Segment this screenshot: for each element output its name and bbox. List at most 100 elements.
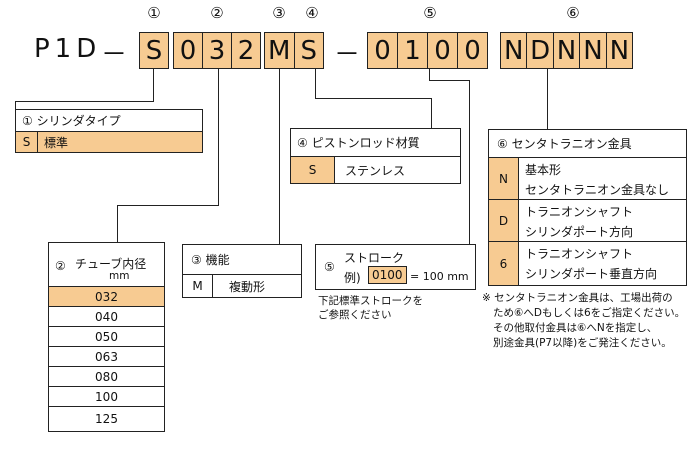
number-1: ① xyxy=(147,4,161,22)
code-segment-1: S xyxy=(139,32,169,69)
function-code: M xyxy=(183,275,213,297)
segment-6-char: N xyxy=(609,35,630,66)
bore-title-row: ② チューブ内径 mm xyxy=(49,243,164,286)
code-segment-2: 0 3 2 xyxy=(173,32,261,69)
stroke-example-prefix: 例) xyxy=(344,271,361,285)
segment-2-char: 2 xyxy=(237,35,255,66)
segment-3-char: M xyxy=(268,35,291,66)
cylinder-type-title: ① シリンダタイプ xyxy=(22,114,121,128)
number-2: ② xyxy=(210,4,224,22)
leader-line-2 xyxy=(117,205,219,207)
rod-material-label: ステンレス xyxy=(345,163,406,178)
stroke-note-line: 下記標準ストロークを xyxy=(318,295,423,307)
segment-5-char: 0 xyxy=(464,35,481,66)
leader-line-2 xyxy=(117,205,119,242)
leader-line-5 xyxy=(469,80,471,244)
segment-2-char: 0 xyxy=(179,35,197,66)
trunnion-row-line1: トラニオンシャフト xyxy=(525,247,634,261)
bore-row: 050 xyxy=(49,327,164,347)
number-5: ⑤ xyxy=(423,4,437,22)
bore-row: 032 xyxy=(49,287,164,307)
code-segment-3-4: M S xyxy=(264,32,324,69)
rod-material-title: ④ ピストンロッド材質 xyxy=(297,136,420,150)
leader-line-6 xyxy=(547,69,549,129)
function-table: ③ 機能 M 複動形 xyxy=(182,244,302,298)
cylinder-type-label: 標準 xyxy=(38,132,202,152)
divider xyxy=(183,274,301,276)
trunnion-row-line1: 基本形 xyxy=(525,163,562,177)
divider xyxy=(489,157,686,159)
bore-table: ② チューブ内径 mm 032 040 050 063 080 100 125 xyxy=(48,242,165,432)
cylinder-type-code: S xyxy=(16,132,38,152)
bore-row: 100 xyxy=(49,387,164,407)
model-dash-2: － xyxy=(334,40,361,70)
cylinder-type-table: ① シリンダタイプ S 標準 xyxy=(15,109,203,153)
bore-title: チューブ内径 xyxy=(75,257,147,271)
bore-unit: mm xyxy=(109,270,130,282)
stroke-example-suffix: = 100 mm xyxy=(410,270,469,283)
segment-6-char: N xyxy=(556,35,577,66)
divider xyxy=(16,131,202,133)
leader-line-3 xyxy=(279,69,281,244)
stroke-table: ⑤ ストローク 例) 0100 = 100 mm xyxy=(315,244,476,290)
trunnion-row: トラニオンシャフト シリンダポート垂直方向 xyxy=(519,242,686,285)
stroke-example-value: 0100 xyxy=(368,266,407,284)
footnote-line: その他取付金具は⑥へNを指定し、 xyxy=(493,322,658,334)
leader-line-4 xyxy=(315,69,317,99)
bore-row: 040 xyxy=(49,307,164,327)
footnote-line: 別途金具(P7以降)をご発注ください。 xyxy=(493,337,672,349)
stroke-title: ストローク xyxy=(344,251,405,265)
leader-line-4 xyxy=(315,98,432,100)
trunnion-code: D xyxy=(489,200,519,242)
segment-1-char: S xyxy=(145,35,163,66)
leader-line-2 xyxy=(218,69,220,206)
footnote-line: ため⑥へDもしくは6をご指定ください。 xyxy=(493,307,686,319)
stroke-title-number: ⑤ xyxy=(324,260,335,274)
bore-title-number: ② xyxy=(55,259,66,273)
leader-line-5 xyxy=(429,69,431,81)
divider xyxy=(49,286,164,288)
footnote-line: ※ センタトラニオン金具は、工場出荷の xyxy=(482,292,673,304)
segment-5-char: 0 xyxy=(374,35,391,66)
number-3: ③ xyxy=(272,4,286,22)
function-label: 複動形 xyxy=(229,279,266,294)
divider xyxy=(291,156,460,158)
bore-row: 125 xyxy=(95,411,118,426)
leader-line-4 xyxy=(431,98,433,128)
stroke-note-line: ご参照ください xyxy=(318,309,392,321)
rod-material-table: ④ ピストンロッド材質 S ステンレス xyxy=(290,128,461,184)
segment-4-char: S xyxy=(300,35,317,66)
leader-line-1 xyxy=(15,101,17,110)
segment-5-char: 0 xyxy=(434,35,451,66)
code-segment-6: N D N N N xyxy=(500,32,633,69)
trunnion-row-line2: シリンダポート垂直方向 xyxy=(525,267,658,281)
segment-5-char: 1 xyxy=(404,35,421,66)
segment-6-char: D xyxy=(530,35,551,66)
leader-line-5 xyxy=(429,80,470,82)
trunnion-table: ⑥ センタトラニオン金具 N 基本形 センタトラニオン金具なし D トラニオンシ… xyxy=(488,129,687,286)
model-dash-1: － xyxy=(101,40,128,70)
number-6: ⑥ xyxy=(566,4,580,22)
trunnion-code: N xyxy=(489,158,519,200)
footnote: ※ センタトラニオン金具は、工場出荷の ため⑥へDもしくは6をご指定ください。 … xyxy=(482,291,685,351)
number-4: ④ xyxy=(305,4,319,22)
segment-2-char: 3 xyxy=(208,35,226,66)
function-title: ③ 機能 xyxy=(191,253,230,267)
trunnion-code: 6 xyxy=(489,242,519,285)
bore-row: 080 xyxy=(49,367,164,387)
leader-line-1 xyxy=(153,69,155,102)
trunnion-row-line1: トラニオンシャフト xyxy=(525,205,634,219)
trunnion-title: ⑥ センタトラニオン金具 xyxy=(497,137,632,151)
segment-6-char: N xyxy=(583,35,603,66)
stroke-note: 下記標準ストロークを ご参照ください xyxy=(318,294,423,322)
trunnion-row-line2: センタトラニオン金具なし xyxy=(525,183,670,197)
leader-line-1 xyxy=(15,101,154,103)
model-prefix: P1D xyxy=(34,34,102,64)
bore-row: 063 xyxy=(49,347,164,367)
code-segment-5: 0 1 0 0 xyxy=(367,32,488,69)
segment-6-char: N xyxy=(503,35,524,66)
trunnion-row: 基本形 センタトラニオン金具なし xyxy=(519,158,686,200)
trunnion-row: トラニオンシャフト シリンダポート方向 xyxy=(519,200,686,242)
rod-material-code: S xyxy=(291,157,335,183)
trunnion-row-line2: シリンダポート方向 xyxy=(525,225,634,239)
